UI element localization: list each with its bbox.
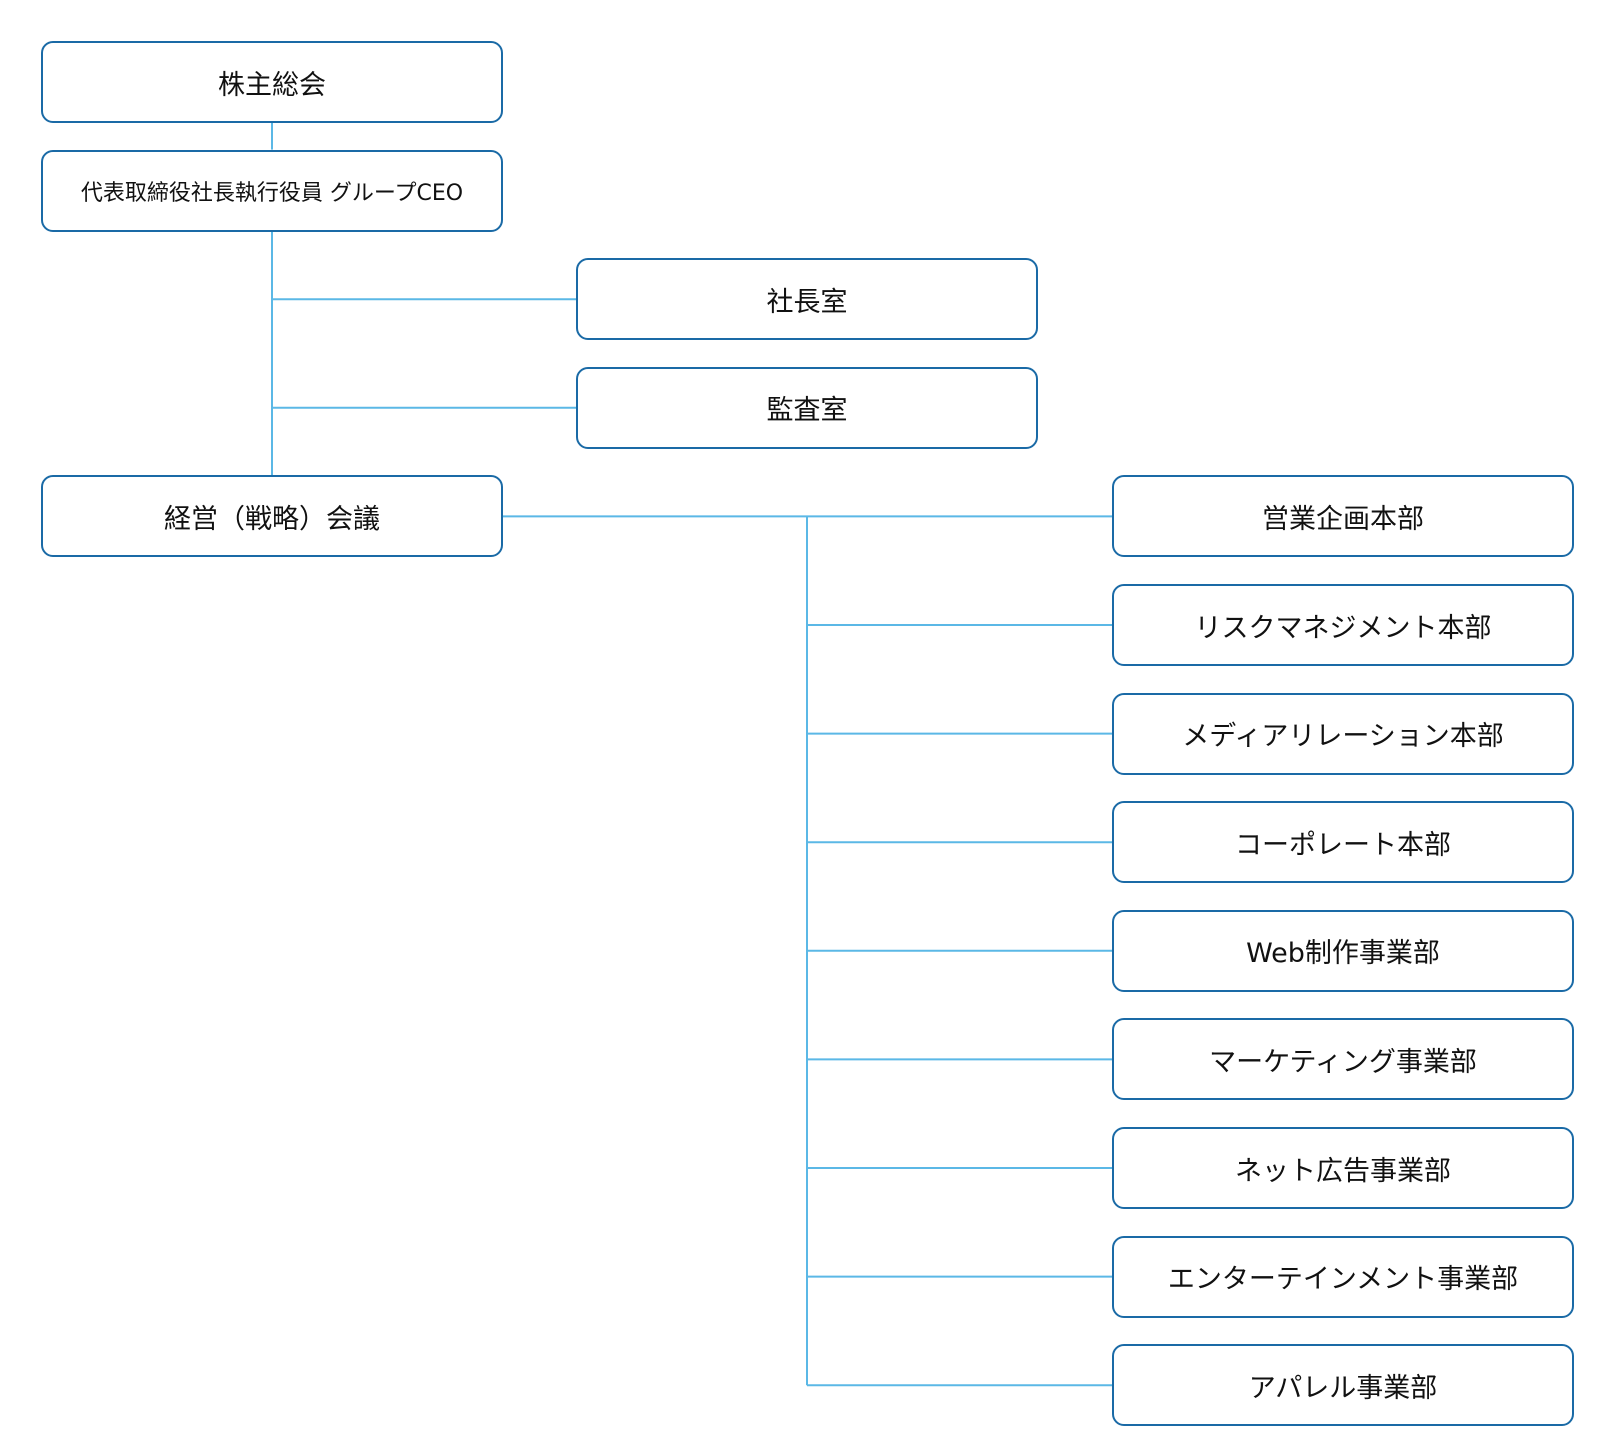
division-box-7: ネット広告事業部 [1112,1127,1574,1209]
division-box-6: マーケティング事業部 [1112,1018,1574,1101]
ceo-box: 代表取締役社長執行役員 グループCEO [41,149,503,232]
division-box-9: アパレル事業部 [1112,1344,1574,1427]
division-box-3: メディアリレーション本部 [1112,692,1574,775]
division-box-5: Web制作事業部 [1112,909,1574,992]
division-box-8: エンターテインメント事業部 [1112,1235,1574,1318]
staff-box-2: 監査室 [576,366,1038,449]
shareholders-meeting-box: 株主総会 [41,41,503,123]
connector-lines [271,123,1112,1387]
division-box-2: リスクマネジメント本部 [1112,584,1574,666]
division-box-4: コーポレート本部 [1112,801,1574,884]
division-box-1: 営業企画本部 [1112,475,1574,558]
management-meeting-box: 経営（戦略）会議 [41,475,503,558]
staff-box-1: 社長室 [576,258,1038,341]
